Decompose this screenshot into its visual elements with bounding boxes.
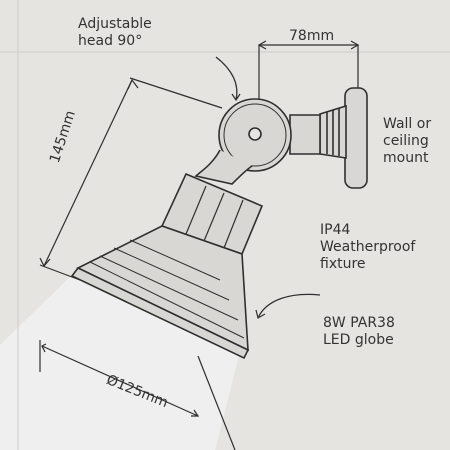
weatherproof-line-1: IP44 bbox=[320, 222, 351, 238]
globe-label: 8W PAR38 LED globe bbox=[323, 315, 395, 349]
diameter-dimension bbox=[39, 340, 236, 450]
weatherproof-line-3: fixture bbox=[320, 256, 366, 272]
wall-mount-line-1: Wall or bbox=[383, 116, 432, 132]
depth-label: 78mm bbox=[289, 28, 335, 44]
wall-mount-label: Wall or ceiling mount bbox=[383, 116, 431, 167]
wall-mount-line-2: ceiling bbox=[383, 133, 429, 149]
wall-mount-line-3: mount bbox=[383, 150, 429, 166]
adjustable-head-line-1: Adjustable bbox=[78, 16, 152, 32]
globe-line-2: LED globe bbox=[323, 332, 394, 348]
weatherproof-label: IP44 Weatherproof fixture bbox=[320, 222, 415, 273]
annotation-arrows bbox=[215, 56, 321, 319]
depth-dimension bbox=[257, 40, 360, 100]
globe-line-1: 8W PAR38 bbox=[323, 315, 395, 331]
adjustable-head-label: Adjustable head 90° bbox=[78, 16, 152, 50]
adjustable-head-line-2: head 90° bbox=[78, 33, 143, 49]
light-beam bbox=[0, 272, 240, 450]
adjustable-knuckle bbox=[194, 98, 292, 185]
weatherproof-line-2: Weatherproof bbox=[320, 239, 416, 255]
wall-mount bbox=[289, 87, 368, 189]
fixture-head bbox=[70, 225, 250, 360]
